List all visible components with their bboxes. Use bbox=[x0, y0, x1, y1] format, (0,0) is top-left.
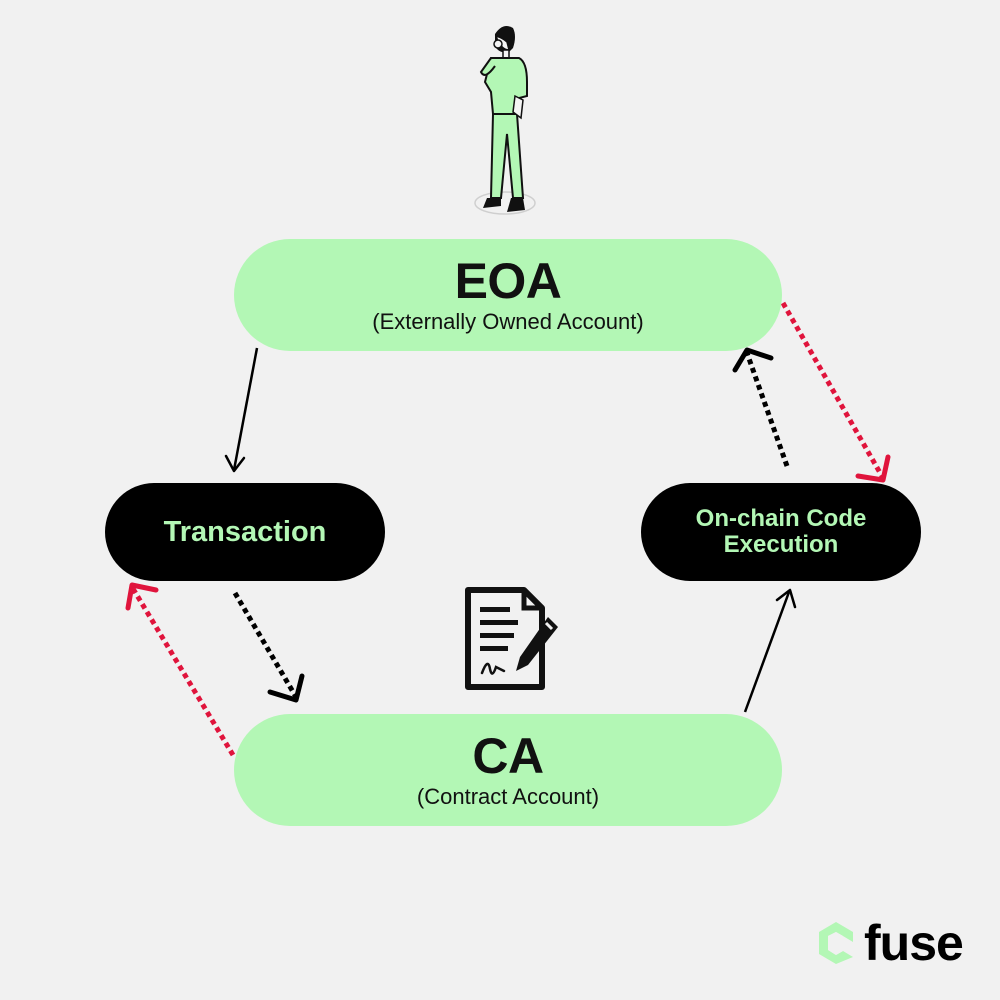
arrow-eoa-to-transaction bbox=[224, 347, 259, 473]
arrow-ca-to-execution bbox=[743, 588, 797, 713]
transaction-node: Transaction bbox=[105, 483, 385, 581]
execution-node: On-chain Code Execution bbox=[641, 483, 921, 581]
brand-name: fuse bbox=[864, 915, 964, 971]
arrow-ca-to-transaction bbox=[125, 582, 236, 757]
contract-document-icon bbox=[465, 587, 558, 690]
execution-label: On-chain Code Execution bbox=[695, 505, 867, 558]
fuse-logo: fuse bbox=[816, 915, 964, 971]
transaction-label: Transaction bbox=[163, 515, 327, 548]
ca-node: CA (Contract Account) bbox=[234, 714, 782, 826]
arrow-transaction-to-ca bbox=[232, 591, 305, 703]
eoa-node: EOA (Externally Owned Account) bbox=[234, 239, 782, 351]
fuse-logo-icon bbox=[819, 922, 853, 964]
ca-title: CA bbox=[472, 728, 544, 784]
ca-subtitle: (Contract Account) bbox=[416, 784, 600, 809]
eoa-title: EOA bbox=[454, 253, 562, 309]
arrow-execution-to-eoa bbox=[732, 347, 790, 467]
eoa-subtitle: (Externally Owned Account) bbox=[372, 309, 644, 334]
person-illustration bbox=[474, 26, 536, 215]
arrow-eoa-to-execution bbox=[780, 301, 891, 483]
